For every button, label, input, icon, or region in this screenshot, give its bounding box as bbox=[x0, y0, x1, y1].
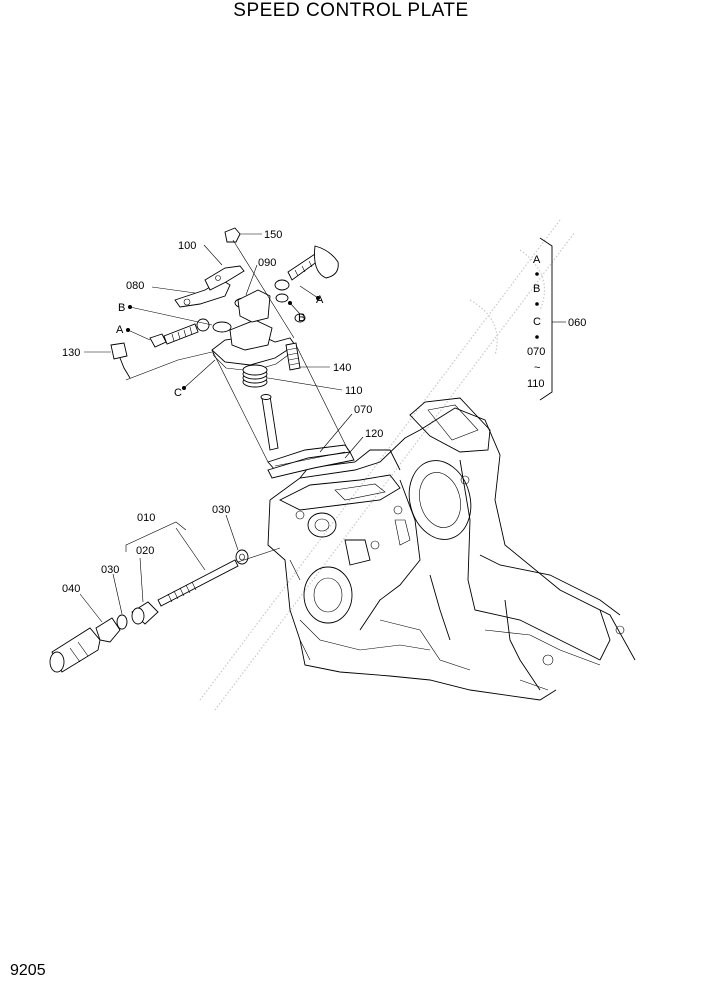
callout-a-right: A bbox=[316, 294, 324, 306]
legend-item-c: C bbox=[533, 316, 541, 328]
legend-item-a: A bbox=[533, 254, 541, 266]
callout-130: 130 bbox=[62, 347, 80, 359]
callout-dots bbox=[126, 296, 320, 390]
callout-010: 010 bbox=[137, 512, 155, 524]
legend-ref-060: 060 bbox=[568, 317, 586, 329]
spring-140 bbox=[285, 342, 301, 371]
callout-040: 040 bbox=[62, 583, 80, 595]
watermark bbox=[199, 219, 576, 711]
page-title: SPEED CONTROL PLATE bbox=[233, 0, 469, 21]
callout-090: 090 bbox=[258, 257, 276, 269]
washer-030-upper bbox=[235, 549, 249, 565]
washer-b bbox=[274, 279, 290, 291]
spring-110 bbox=[242, 364, 268, 388]
callout-140: 140 bbox=[333, 362, 351, 374]
engine-housing bbox=[267, 397, 636, 701]
callout-070: 070 bbox=[354, 404, 372, 416]
legend-bracket bbox=[539, 237, 553, 401]
legend-range-tilde: ~ bbox=[534, 362, 540, 374]
leader-lines bbox=[79, 233, 364, 623]
lower-pin-assembly bbox=[49, 547, 281, 673]
governor-shaft bbox=[261, 395, 279, 451]
page-number: 9205 bbox=[10, 962, 46, 979]
callout-b-right: B bbox=[298, 312, 305, 324]
callout-labels: 150 100 090 080 B A A B 130 C 140 110 07… bbox=[62, 229, 383, 595]
gasket-120 bbox=[267, 451, 355, 479]
nut-150 bbox=[224, 227, 241, 243]
callout-080: 080 bbox=[126, 280, 144, 292]
callout-030-lower: 030 bbox=[101, 564, 119, 576]
callout-150: 150 bbox=[264, 229, 282, 241]
callout-100: 100 bbox=[178, 240, 196, 252]
callout-a-left: A bbox=[116, 324, 124, 336]
callout-110: 110 bbox=[345, 385, 363, 397]
callout-030-upper: 030 bbox=[212, 504, 230, 516]
lever-100 bbox=[204, 265, 245, 291]
callout-c: C bbox=[174, 387, 182, 399]
legend-range-end: 110 bbox=[527, 378, 545, 390]
nut-b bbox=[212, 321, 232, 333]
washer-030-lower bbox=[116, 614, 128, 630]
assembly-legend: A B C 070 ~ 110 060 bbox=[527, 237, 586, 401]
speed-control-assembly bbox=[110, 227, 355, 479]
nut-040 bbox=[95, 617, 121, 643]
legend-item-b: B bbox=[533, 283, 540, 295]
legend-range-start: 070 bbox=[527, 346, 545, 358]
callout-b-left: B bbox=[118, 302, 125, 314]
rod-010 bbox=[157, 559, 239, 607]
bolt-130 bbox=[110, 342, 128, 360]
callout-120: 120 bbox=[365, 428, 383, 440]
callout-020: 020 bbox=[136, 545, 154, 557]
